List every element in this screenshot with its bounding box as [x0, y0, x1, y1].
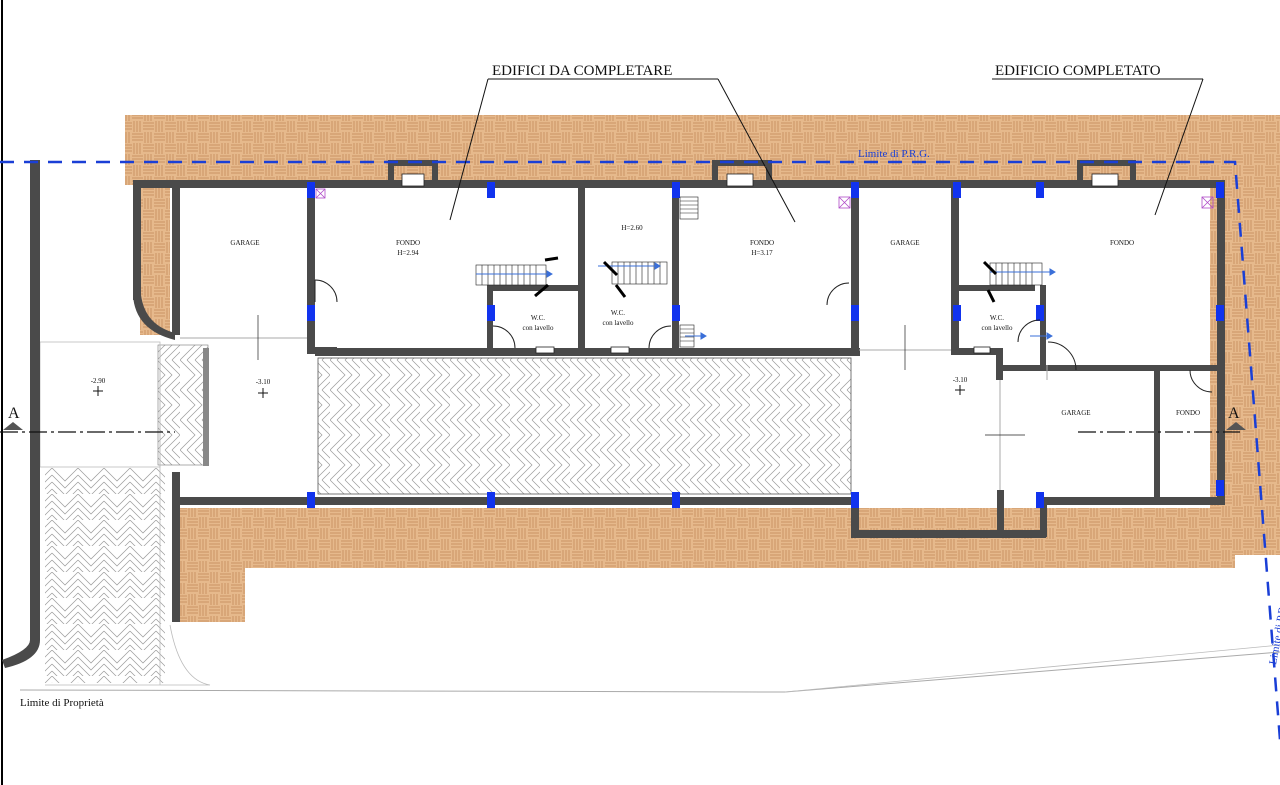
ramp-hatch — [45, 344, 852, 683]
prg-limit-label-vertical: Limite di P.R.G. — [1267, 592, 1280, 665]
stair-arrows — [476, 262, 1056, 340]
room-wc-3: W.C. — [990, 314, 1004, 322]
section-arrows — [3, 422, 1246, 430]
section-marker-left: A — [8, 405, 20, 422]
room-fondo-1: FONDO — [396, 239, 420, 247]
level-label-1: -2.90 — [91, 377, 106, 385]
room-stair-height: H=2.60 — [621, 224, 643, 232]
room-garage-3: GARAGE — [1061, 409, 1090, 417]
leader-lines — [449, 78, 1204, 223]
room-garage-1: GARAGE — [230, 239, 259, 247]
windows — [401, 173, 1119, 354]
room-fondo-3: FONDO — [1110, 239, 1134, 247]
room-wc-3-note: con lavello — [982, 324, 1013, 332]
annotation-edifici-da-completare: EDIFICI DA COMPLETARE — [492, 63, 672, 79]
prg-limit-label: Limite di P.R.G. — [858, 148, 930, 160]
room-garage-2: GARAGE — [890, 239, 919, 247]
room-fondo-4: FONDO — [1176, 409, 1200, 417]
flue-markers — [315, 188, 1214, 209]
room-fondo-2: FONDO — [750, 239, 774, 247]
room-wc-1: W.C. — [531, 314, 545, 322]
section-marker-right: A — [1228, 405, 1240, 422]
doors — [314, 256, 1213, 393]
property-limit-line — [19, 651, 1280, 693]
room-fondo-2-height: H=3.17 — [751, 249, 773, 257]
room-wc-2-note: con lavello — [603, 319, 634, 327]
prg-limit-line — [0, 160, 1280, 741]
level-label-3: -3.10 — [953, 376, 968, 384]
columns — [307, 182, 1224, 508]
room-fondo-1-height: H=2.94 — [397, 249, 419, 257]
level-label-2: -3.10 — [256, 378, 271, 386]
annotation-edificio-completato: EDIFICIO COMPLETATO — [995, 63, 1161, 79]
room-wc-2: W.C. — [611, 309, 625, 317]
property-limit-label: Limite di Proprietà — [20, 697, 104, 709]
room-wc-1-note: con lavello — [523, 324, 554, 332]
level-markers — [93, 385, 965, 398]
